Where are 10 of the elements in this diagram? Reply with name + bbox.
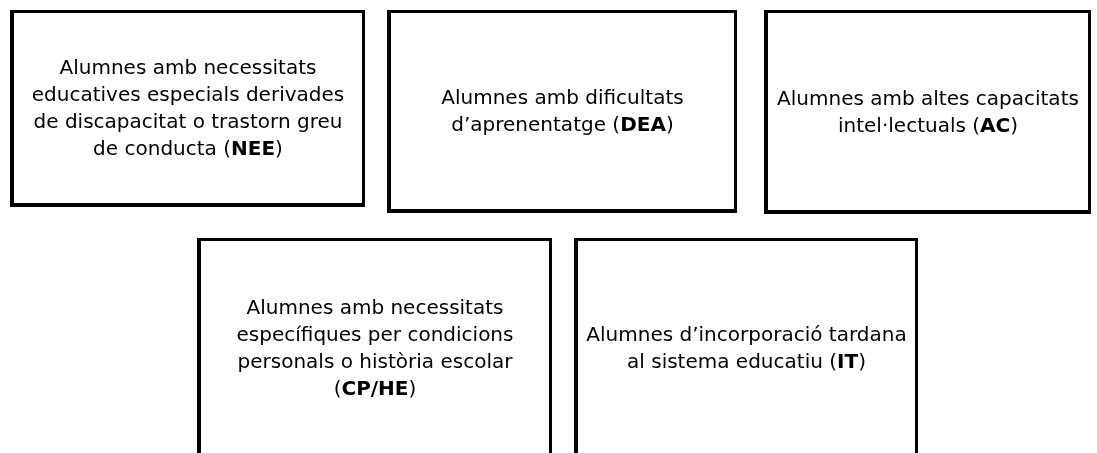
category-box — [10, 10, 365, 207]
box-text: Alumnes amb dificultats d’aprenentatge (DEA) — [440, 84, 685, 138]
category-box — [197, 238, 552, 453]
box-text: Alumnes amb altes capacitats intel·lectuals (AC) — [776, 84, 1080, 139]
category-box — [574, 238, 918, 453]
category-box — [764, 10, 1091, 214]
box-text: Alumnes amb necessitats específiques per condicions personals o història escolar (CP/HE) — [235, 293, 515, 402]
box-text: Alumnes amb necessitats educatives especials derivades de discapacitat o trastorn greu de conducta (NEE) — [30, 54, 346, 162]
category-box — [387, 10, 737, 213]
box-text: Alumnes d’incorporació tardana al sistema educatiu (IT) — [585, 320, 908, 375]
